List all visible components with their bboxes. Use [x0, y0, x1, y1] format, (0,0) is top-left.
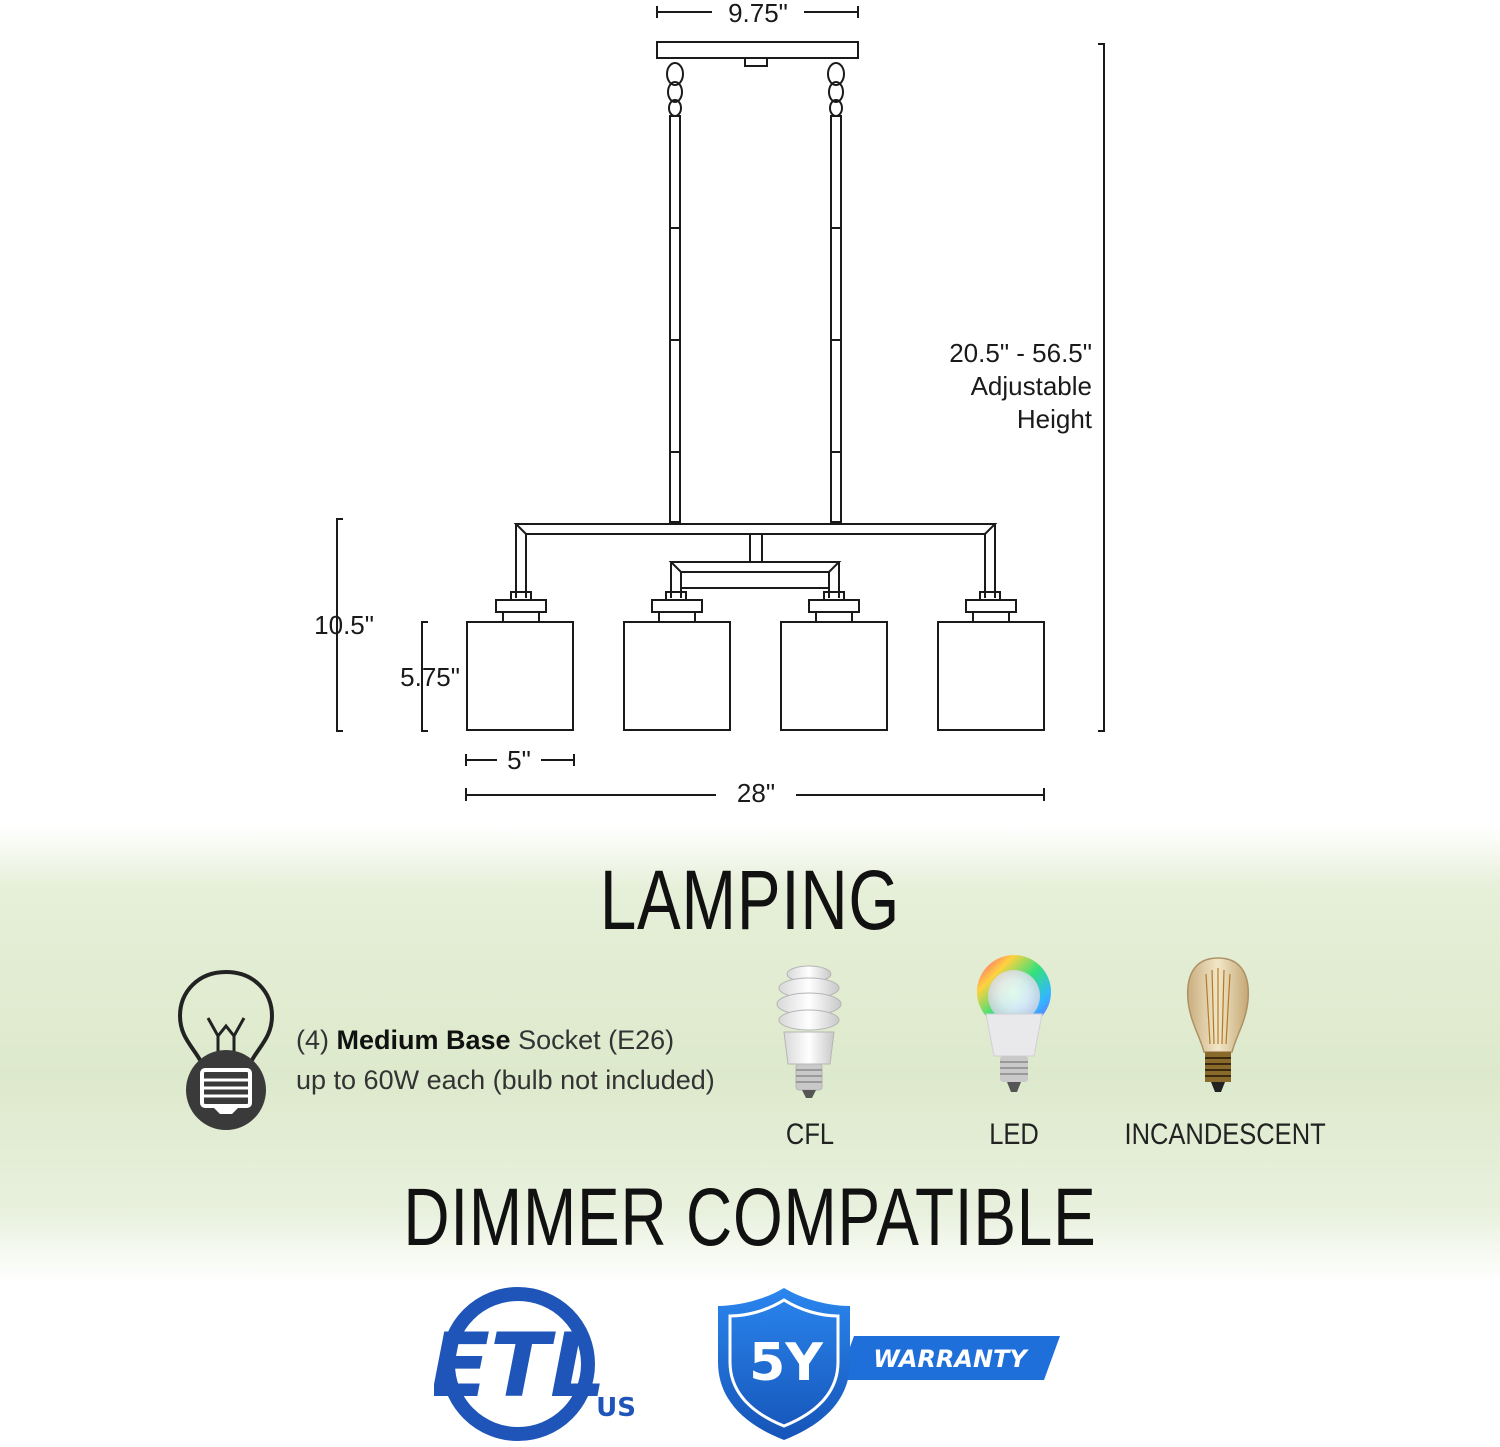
- etl-small-mark: C: [562, 1352, 569, 1363]
- socket-description: (4) Medium Base Socket (E26) up to 60W e…: [296, 1020, 715, 1100]
- led-label: LED: [989, 1118, 1039, 1151]
- five-year-warranty-badge: 5Y WARRANTY: [718, 1288, 1060, 1440]
- incandescent-bulb-icon: [1186, 957, 1250, 1092]
- wattage-line: up to 60W each (bulb not included): [296, 1065, 715, 1095]
- height-range-label: 20.5" - 56.5": [949, 338, 1092, 368]
- socket-count: (4): [296, 1025, 329, 1055]
- cfl-label: CFL: [785, 1118, 835, 1151]
- shade-height-label: 5.75": [400, 662, 460, 692]
- etl-listed-logo: ETL C US: [434, 1287, 636, 1441]
- cfl-bulb-icon: [776, 965, 842, 1098]
- lamping-title: LAMPING: [599, 853, 901, 947]
- overall-width-label: 28": [737, 778, 775, 808]
- incandescent-label: INCANDESCENT: [1124, 1118, 1326, 1151]
- canopy-width-label: 9.75": [728, 0, 788, 28]
- socket-line: (4) Medium Base Socket (E26): [296, 1020, 715, 1060]
- etl-letters: ETL: [434, 1314, 606, 1417]
- etl-region: US: [596, 1393, 636, 1423]
- height-label: Height: [1017, 404, 1093, 434]
- light-bulb-socket-icon: [177, 969, 275, 1130]
- warranty-word: WARRANTY: [873, 1345, 1029, 1373]
- warranty-years: 5Y: [749, 1333, 824, 1393]
- adjustable-label: Adjustable: [971, 371, 1092, 401]
- dimmer-compatible-title: DIMMER COMPATIBLE: [403, 1172, 1097, 1263]
- dimension-diagram: 9.75" 20.5" - 56.5" Adjustable Height 10…: [314, 0, 1105, 808]
- body-height-label: 10.5": [314, 610, 374, 640]
- socket-rest: Socket (E26): [518, 1025, 675, 1055]
- led-bulb-icon: [977, 955, 1051, 1092]
- shade-width-label: 5": [507, 745, 531, 775]
- lamping-section: [0, 826, 1500, 1282]
- socket-type: Medium Base: [336, 1025, 511, 1055]
